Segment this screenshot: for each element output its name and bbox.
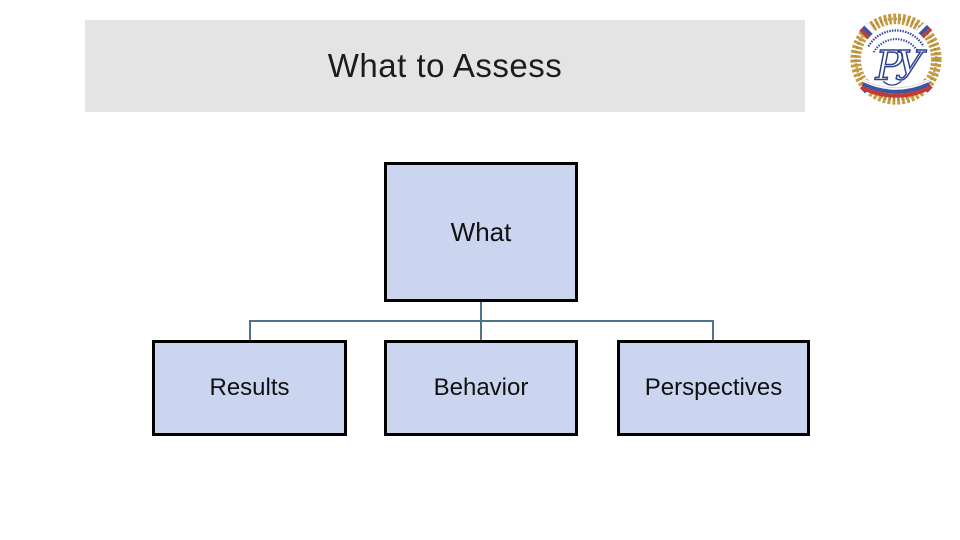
node-results-label: Results bbox=[209, 374, 290, 401]
node-what: What bbox=[384, 162, 578, 302]
node-behavior-label: Behavior bbox=[433, 374, 529, 401]
university-crest-icon: РУ bbox=[850, 13, 942, 105]
connector-to-results bbox=[249, 322, 251, 340]
page-title: What to Assess bbox=[327, 47, 563, 84]
node-what-label: What bbox=[450, 216, 512, 247]
slide-title-bar: What to Assess bbox=[85, 20, 805, 112]
node-results: Results bbox=[152, 340, 347, 436]
node-behavior: Behavior bbox=[384, 340, 578, 436]
university-crest-logo: РУ bbox=[843, 4, 949, 110]
connector-horizontal-bar bbox=[249, 320, 714, 322]
connector-to-perspectives bbox=[712, 322, 714, 340]
node-perspectives-label: Perspectives bbox=[644, 374, 783, 401]
node-perspectives: Perspectives bbox=[617, 340, 810, 436]
